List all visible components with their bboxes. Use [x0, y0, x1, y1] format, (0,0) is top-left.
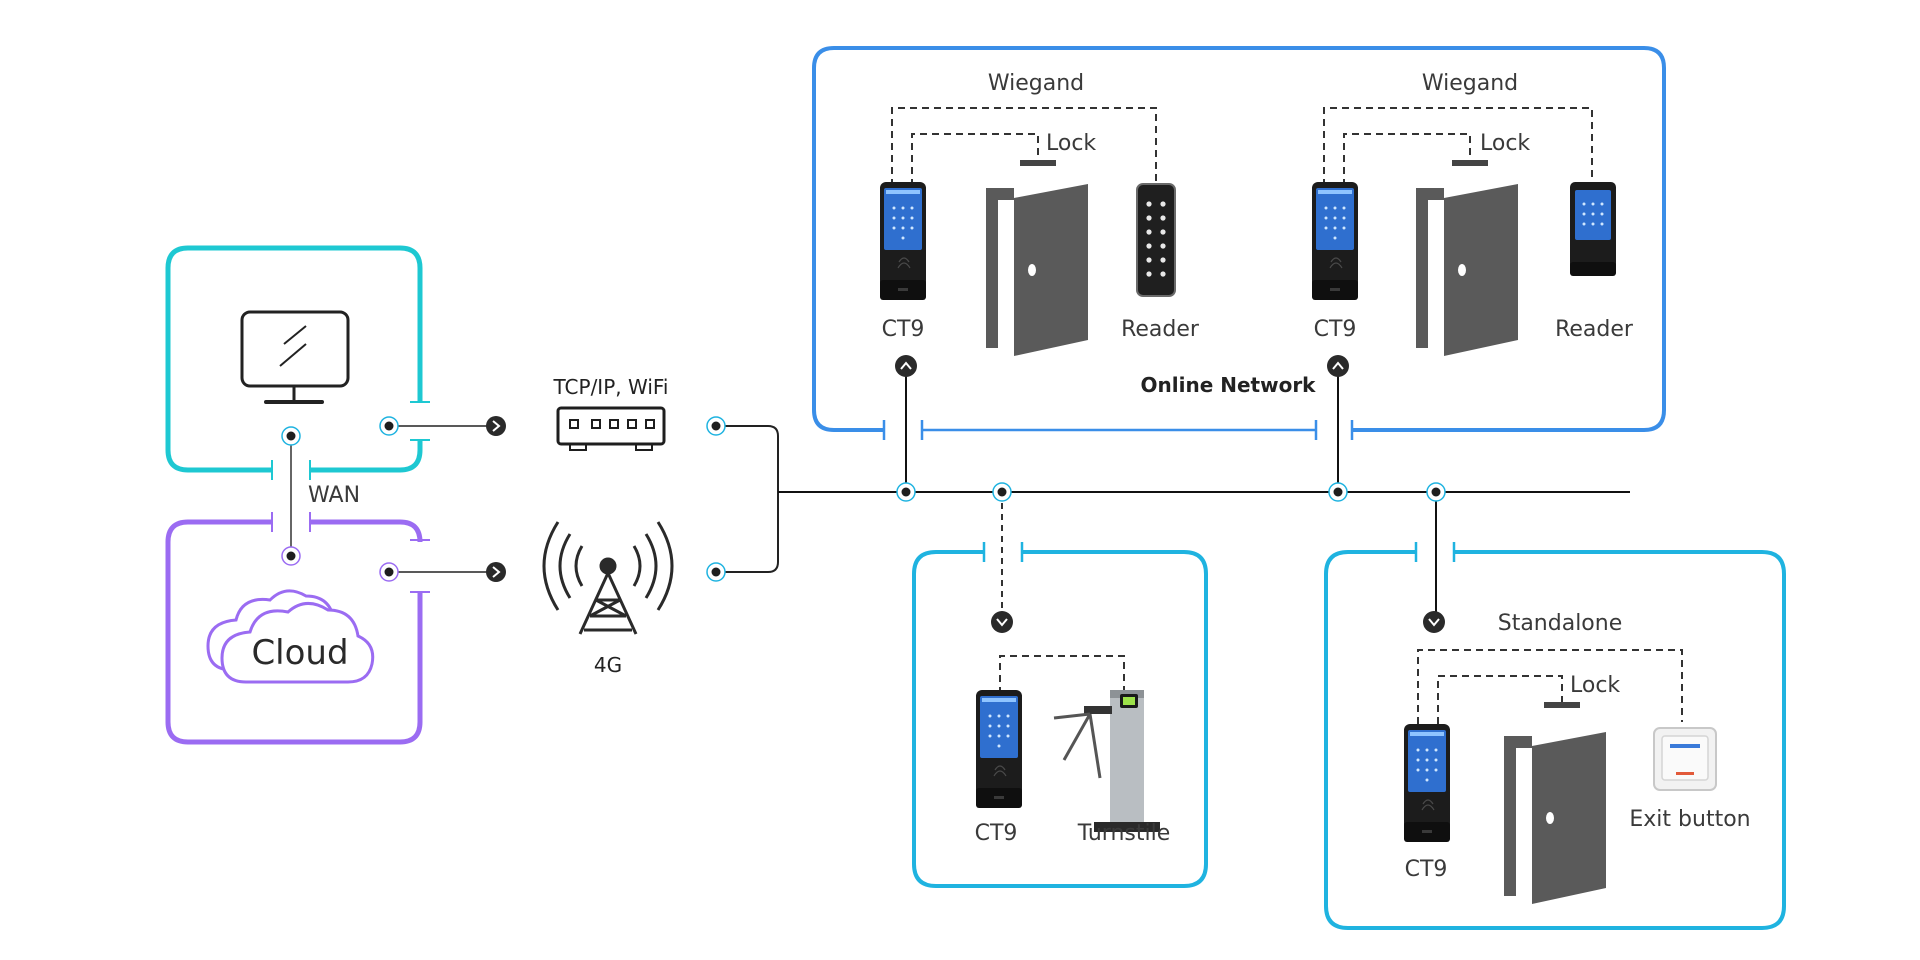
access-terminal-icon — [879, 181, 927, 301]
wan-link: WAN — [281, 426, 360, 566]
pc-router-link — [379, 416, 506, 436]
device-label: CT9 — [882, 317, 925, 342]
turnstile-panel: CT9 Turnstile — [912, 482, 1208, 888]
turnstile-label: Turnstile — [1077, 821, 1171, 846]
cell-tower-icon — [542, 521, 674, 635]
arrow-down-icon — [991, 611, 1013, 633]
lock-label: Lock — [1570, 673, 1620, 698]
wiegand-label: Wiegand — [1422, 71, 1518, 96]
arrow-right-icon — [486, 562, 506, 582]
device-label: CT9 — [1314, 317, 1357, 342]
reader-label: Reader — [1121, 317, 1200, 342]
turnstile-icon — [1052, 688, 1162, 834]
device-label: CT9 — [1405, 857, 1448, 882]
online-unit-1: Wiegand Lock CT9 Reader — [879, 71, 1200, 502]
access-terminal-icon — [1403, 723, 1451, 843]
arrow-up-icon — [895, 355, 917, 377]
cloud-4g-link — [379, 562, 506, 582]
access-terminal-icon — [1311, 181, 1359, 301]
access-terminal-icon — [975, 689, 1023, 809]
standalone-title: Standalone — [1498, 611, 1623, 636]
cloud-label: Cloud — [251, 633, 348, 673]
arrow-down-icon — [1423, 611, 1445, 633]
exit-button-label: Exit button — [1629, 807, 1750, 832]
arrow-right-icon — [486, 416, 506, 436]
online-network-title: Online Network — [1141, 373, 1317, 397]
uplink-bracket — [706, 416, 1630, 582]
door-icon — [986, 184, 1088, 356]
lock-label: Lock — [1480, 131, 1530, 156]
door-icon — [1504, 732, 1606, 904]
card-reader-icon — [1570, 182, 1616, 276]
exit-button-icon — [1653, 727, 1717, 791]
management-pc-panel — [165, 245, 430, 480]
router-label: TCP/IP, WiFi — [553, 375, 669, 399]
cloud-icon — [206, 589, 375, 684]
wan-label: WAN — [308, 483, 360, 508]
keypad-reader-icon — [1136, 183, 1176, 297]
arrow-up-icon — [1327, 355, 1349, 377]
online-network-panel: Online Network — [812, 46, 1666, 440]
door-icon — [1416, 184, 1518, 356]
device-label: CT9 — [975, 821, 1018, 846]
reader-label: Reader — [1555, 317, 1634, 342]
wiegand-label: Wiegand — [988, 71, 1084, 96]
cloud-panel: Cloud — [165, 512, 430, 745]
monitor-icon — [240, 310, 350, 404]
lock-label: Lock — [1046, 131, 1096, 156]
cellular-label: 4G — [594, 653, 622, 677]
router-icon — [556, 406, 666, 451]
online-unit-2: Wiegand Lock CT9 Reader — [1311, 71, 1634, 502]
standalone-panel: Standalone Lock CT9 Exit button — [1324, 482, 1786, 930]
